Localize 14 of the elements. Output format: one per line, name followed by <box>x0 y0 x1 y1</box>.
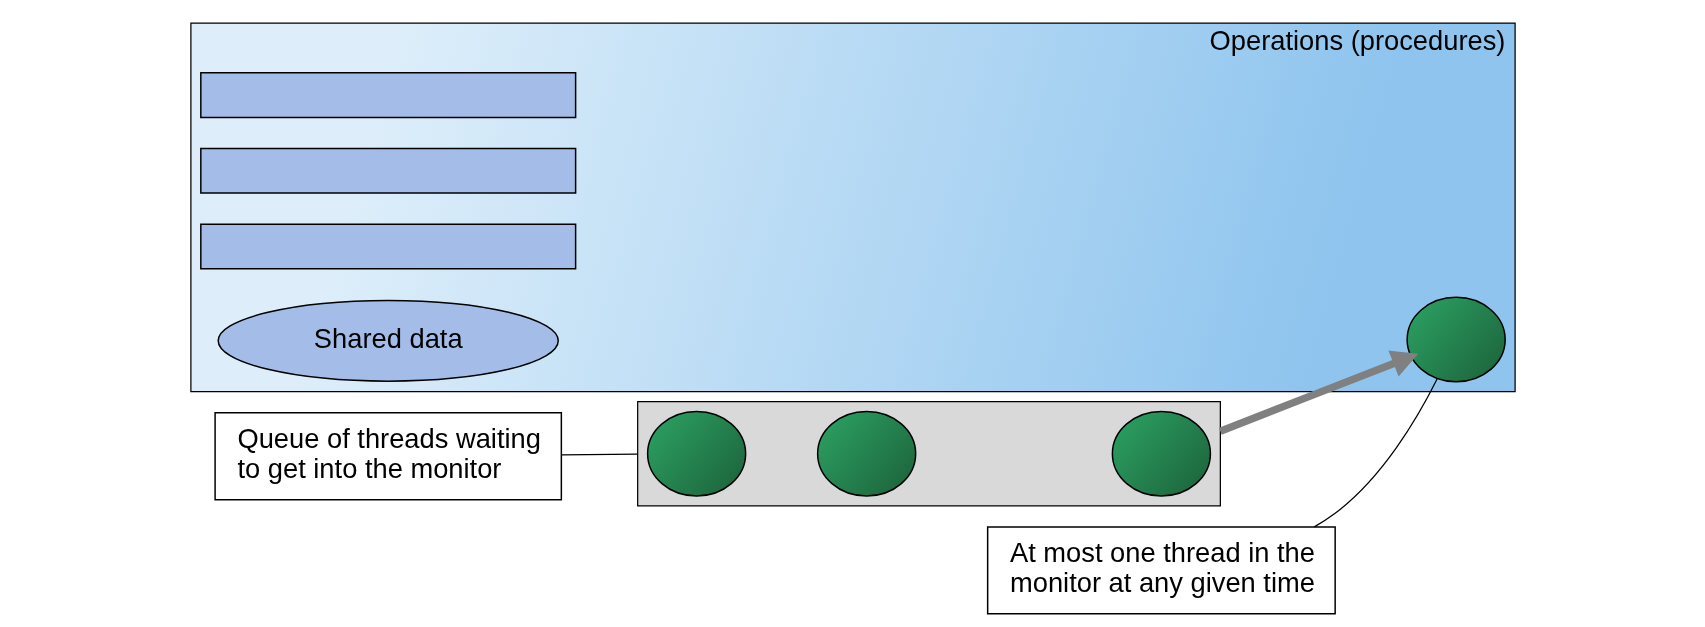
node-box: At most one thread in the monitor at any given time <box>986 526 1336 615</box>
node-bar <box>199 147 576 194</box>
node-circle <box>816 410 916 497</box>
node-circle <box>1405 296 1506 383</box>
cluster <box>636 401 1221 507</box>
node-bar <box>199 223 576 270</box>
node-circle <box>646 410 746 497</box>
node-ellipse: Shared data <box>216 299 559 382</box>
node-bar <box>199 72 576 119</box>
node-box: Queue of threads waiting to get into the monitor <box>213 412 562 501</box>
connector <box>560 453 638 456</box>
node-circle <box>1111 410 1211 497</box>
arrow <box>1218 350 1418 435</box>
connector <box>1313 377 1438 528</box>
